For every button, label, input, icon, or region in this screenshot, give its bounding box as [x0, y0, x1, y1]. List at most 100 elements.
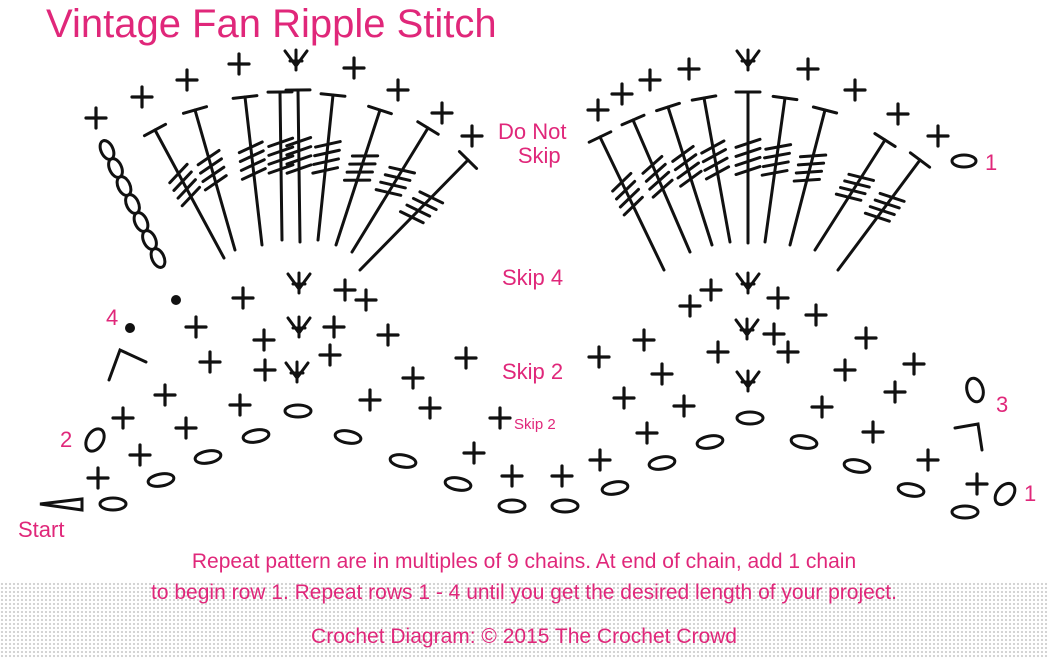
single-crochet-symbol [810, 395, 834, 419]
single-crochet-symbol [796, 57, 820, 81]
single-crochet-symbol [460, 124, 484, 148]
single-crochet-symbol [253, 358, 277, 382]
single-crochet-symbol [174, 416, 198, 440]
single-crochet-symbol [184, 315, 208, 339]
treble-crochet-symbol [788, 105, 839, 247]
treble-crochet-symbol [587, 130, 666, 272]
single-crochet-symbol [386, 78, 410, 102]
treble-crochet-symbol [620, 113, 692, 254]
single-crochet-symbol [965, 472, 989, 496]
row-3-label: 3 [996, 392, 1009, 417]
chain-oval [950, 153, 978, 169]
single-crochet-symbol [833, 358, 857, 382]
single-crochet-symbol [418, 396, 442, 420]
single-crochet-symbol [550, 464, 574, 488]
chain-oval [146, 472, 176, 488]
skip-4-label: Skip 4 [502, 265, 564, 290]
single-crochet-symbol [706, 340, 730, 364]
page-title: Vintage Fan Ripple Stitch [46, 2, 497, 46]
single-crochet-symbol [228, 393, 252, 417]
cluster-symbol [284, 360, 310, 384]
single-crochet-symbol [612, 386, 636, 410]
single-crochet-symbol [333, 278, 357, 302]
cluster-symbol [283, 48, 309, 72]
cluster-symbol [735, 369, 761, 393]
treble-crochet-symbol [358, 150, 479, 272]
chain-oval [965, 376, 985, 404]
treble-crochet-symbol [181, 105, 237, 252]
crochet-diagram [39, 48, 1017, 520]
single-crochet-symbol [318, 343, 342, 367]
single-crochet-symbol [84, 106, 108, 130]
chain-oval [84, 427, 106, 453]
slip-stitch-dot [171, 295, 181, 305]
single-crochet-symbol [861, 420, 885, 444]
chain-oval [550, 498, 580, 514]
skip-2-small-label: Skip 2 [514, 416, 556, 433]
single-crochet-symbol [610, 82, 634, 106]
single-crochet-symbol [635, 421, 659, 445]
single-crochet-symbol [766, 286, 790, 310]
single-crochet-symbol [342, 56, 366, 80]
chain-oval [333, 429, 363, 445]
chain-oval [842, 458, 872, 474]
single-crochet-symbol [130, 85, 154, 109]
single-crochet-symbol [488, 406, 512, 430]
single-crochet-symbol [916, 448, 940, 472]
chain-oval [241, 428, 271, 444]
cluster-symbol [734, 317, 760, 341]
do-not-skip-label: Do Not Skip [498, 119, 567, 169]
instructions-line-2: to begin row 1. Repeat rows 1 - 4 until … [151, 581, 897, 604]
single-crochet-symbol [198, 350, 222, 374]
row-4-label: 4 [106, 305, 119, 330]
treble-crochet-symbol [334, 104, 393, 247]
credit-line: Crochet Diagram: © 2015 The Crochet Crow… [311, 625, 737, 648]
row-4-turn-symbol [107, 347, 148, 382]
treble-crochet-symbol [690, 94, 732, 244]
single-crochet-symbol [86, 466, 110, 490]
single-crochet-symbol [322, 315, 346, 339]
single-crochet-symbol [854, 326, 878, 350]
do-not-skip-line2: Skip [517, 143, 561, 169]
single-crochet-symbol [926, 124, 950, 148]
chain-oval [98, 496, 128, 512]
single-crochet-symbol [678, 294, 702, 318]
do-not-skip-line1: Do Not [498, 119, 567, 144]
chain-oval [695, 434, 725, 450]
single-crochet-symbol [354, 288, 378, 312]
single-crochet-symbol [632, 328, 656, 352]
single-crochet-symbol [401, 366, 425, 390]
single-crochet-symbol [650, 362, 674, 386]
single-crochet-symbol [454, 346, 478, 370]
treble-crochet-symbol [734, 90, 762, 245]
single-crochet-symbol [677, 57, 701, 81]
single-crochet-symbol [638, 68, 662, 92]
row-1-label-bottom: 1 [1024, 481, 1037, 506]
chain-oval [600, 480, 630, 496]
chain-oval [993, 481, 1017, 507]
single-crochet-symbol [886, 102, 910, 126]
chain-oval [149, 247, 167, 269]
row-3-turn-symbol [953, 422, 984, 452]
treble-crochet-symbol [142, 122, 226, 260]
instructions-line-1: Repeat pattern are in multiples of 9 cha… [191, 550, 857, 573]
treble-crochet-symbol [266, 90, 295, 242]
single-crochet-symbol [804, 303, 828, 327]
single-crochet-symbol [762, 322, 786, 346]
single-crochet-symbol [699, 278, 723, 302]
single-crochet-symbol [153, 383, 177, 407]
treble-crochet-symbol [760, 94, 799, 244]
single-crochet-symbol [376, 323, 400, 347]
treble-crochet-symbol [350, 120, 440, 254]
single-crochet-symbol [587, 345, 611, 369]
cluster-symbol [286, 271, 312, 295]
treble-crochet-symbol [836, 151, 932, 272]
dotted-background [0, 582, 1048, 658]
treble-crochet-symbol [231, 94, 267, 247]
single-crochet-symbol [776, 340, 800, 364]
chain-oval [388, 453, 418, 469]
single-crochet-symbol [430, 101, 454, 125]
chain-oval [283, 403, 313, 419]
chain-oval [647, 455, 677, 471]
cluster-symbol [735, 48, 761, 72]
